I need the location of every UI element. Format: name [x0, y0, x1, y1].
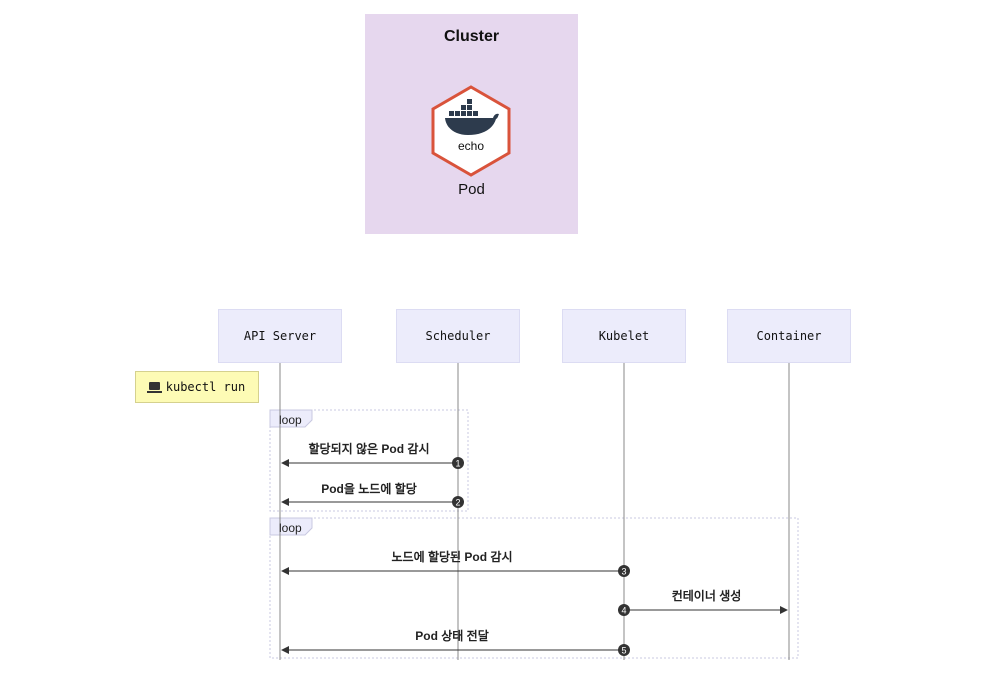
- message-label-4: 컨테이너 생성: [671, 589, 742, 603]
- participant-scheduler: Scheduler: [396, 309, 520, 363]
- cluster-box: Cluster echo Pod: [365, 14, 578, 234]
- loop-label-1: loop: [279, 413, 302, 427]
- loop-box-1: [269, 409, 469, 512]
- message-badge-5: [618, 644, 630, 656]
- message-badge-1: [452, 457, 464, 469]
- message-num-3: 3: [621, 567, 626, 577]
- message-num-4: 4: [621, 606, 626, 616]
- message-num-5: 5: [621, 646, 626, 656]
- participant-kubelet: Kubelet: [562, 309, 686, 363]
- message-label-5: Pod 상태 전달: [415, 629, 489, 643]
- loop-label-2: loop: [279, 521, 302, 535]
- pod-icon: echo: [423, 83, 519, 184]
- note-kubectl-run: kubectl run: [135, 371, 259, 403]
- note-text: kubectl run: [165, 380, 246, 394]
- message-num-1: 1: [455, 459, 460, 469]
- participant-api-server: API Server: [218, 309, 342, 363]
- message-label-1: 할당되지 않은 Pod 감시: [308, 442, 430, 456]
- message-label-2: Pod을 노드에 할당: [321, 482, 417, 496]
- message-badge-4: [618, 604, 630, 616]
- message-label-3: 노드에 할당된 Pod 감시: [391, 550, 513, 564]
- container-name: echo: [457, 139, 485, 153]
- loop-box-2: [269, 517, 799, 659]
- docker-icon: [445, 99, 499, 135]
- message-badge-3: [618, 565, 630, 577]
- pod-label: Pod: [458, 181, 485, 198]
- message-badge-2: [452, 496, 464, 508]
- participant-container: Container: [727, 309, 851, 363]
- cluster-title: Cluster: [443, 28, 500, 45]
- laptop-icon: [146, 382, 162, 393]
- message-num-2: 2: [455, 498, 460, 508]
